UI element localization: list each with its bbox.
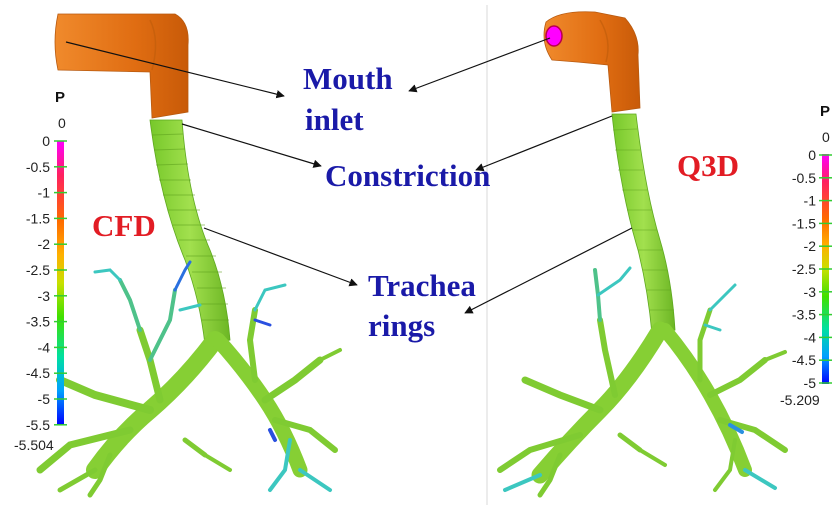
q3d-model-label: Q3D — [677, 148, 739, 183]
arrow-constriction-right — [476, 116, 612, 170]
cfd-colorbar-tick-label: -4.5 — [26, 365, 50, 381]
cfd-colorbar-tick-label: -3 — [38, 288, 51, 304]
cfd-trachea — [150, 120, 230, 345]
q3d-bronchi — [500, 268, 785, 495]
q3d-trachea — [612, 114, 675, 334]
cfd-colorbar-tick-label: -5.5 — [26, 417, 50, 433]
q3d-colorbar-title: P — [820, 103, 830, 120]
arrow-trachea-right — [465, 228, 632, 313]
q3d-colorbar-tick-label: -4 — [804, 329, 817, 345]
arrow-mouth-right — [409, 38, 550, 91]
q3d-colorbar-tick-label: -5 — [804, 375, 817, 391]
q3d-airway-model — [500, 12, 785, 495]
cfd-colorbar-tick-label: -2 — [38, 236, 51, 252]
q3d-colorbar-tick-label: -2.5 — [792, 261, 816, 277]
arrow-trachea-left — [204, 228, 357, 285]
cfd-mouth-cavity — [55, 14, 188, 118]
q3d-pressure-colorbar: P 0 0 -0.5 -1 -1.5 -2 -2.5 -3 -3.5 -4 -4.5 -5 -5.2… — [780, 103, 832, 408]
trachea-rings-label-line2: rings — [368, 308, 435, 343]
mouth-inlet-label-line2: inlet — [305, 102, 364, 137]
q3d-colorbar-tick-label: -3 — [804, 284, 817, 300]
cfd-colorbar-tick-label: -5 — [38, 391, 51, 407]
cfd-colorbar-tick-label: -4 — [38, 339, 51, 355]
cfd-bronchi — [40, 262, 340, 495]
q3d-colorbar-min-label: -5.209 — [780, 392, 820, 408]
cfd-colorbar-gradient — [57, 141, 64, 425]
cfd-colorbar-tick-label: -1.5 — [26, 210, 50, 226]
q3d-mouth-inlet-marker — [546, 26, 562, 46]
q3d-colorbar-tick-label: -4.5 — [792, 352, 816, 368]
cfd-colorbar-title: P — [55, 89, 65, 106]
cfd-colorbar-max-label: 0 — [58, 115, 66, 131]
cfd-pressure-colorbar: P 0 0-0.5-1-1.5-2-2.5-3-3.5-4-4.5-5-5.5 … — [14, 89, 67, 453]
cfd-colorbar-tick-label: -2.5 — [26, 262, 50, 278]
cfd-colorbar-tick-label: 0 — [42, 133, 50, 149]
cfd-colorbar-tick-label: -0.5 — [26, 159, 50, 175]
cfd-colorbar-tick-label: -1 — [38, 185, 51, 201]
q3d-colorbar-tick-label: -2 — [804, 238, 817, 254]
cfd-colorbar-min-label: -5.504 — [14, 437, 54, 453]
q3d-colorbar-tick-label: -1 — [804, 193, 817, 209]
q3d-colorbar-tick-label: -3.5 — [792, 307, 816, 323]
q3d-colorbar-tick-label: -1.5 — [792, 215, 816, 231]
mouth-inlet-label-line1: Mouth — [303, 61, 393, 96]
constriction-label: Constriction — [325, 158, 490, 193]
trachea-rings-label-line1: Trachea — [368, 268, 476, 303]
cfd-colorbar-tick-label: -3.5 — [26, 314, 50, 330]
cfd-model-label: CFD — [92, 208, 156, 243]
q3d-colorbar-tick-label: -0.5 — [792, 170, 816, 186]
q3d-colorbar-max-label: 0 — [822, 129, 830, 145]
cfd-airway-model — [40, 14, 340, 495]
arrow-constriction-left — [182, 124, 321, 166]
q3d-colorbar-tick-label: 0 — [808, 147, 816, 163]
